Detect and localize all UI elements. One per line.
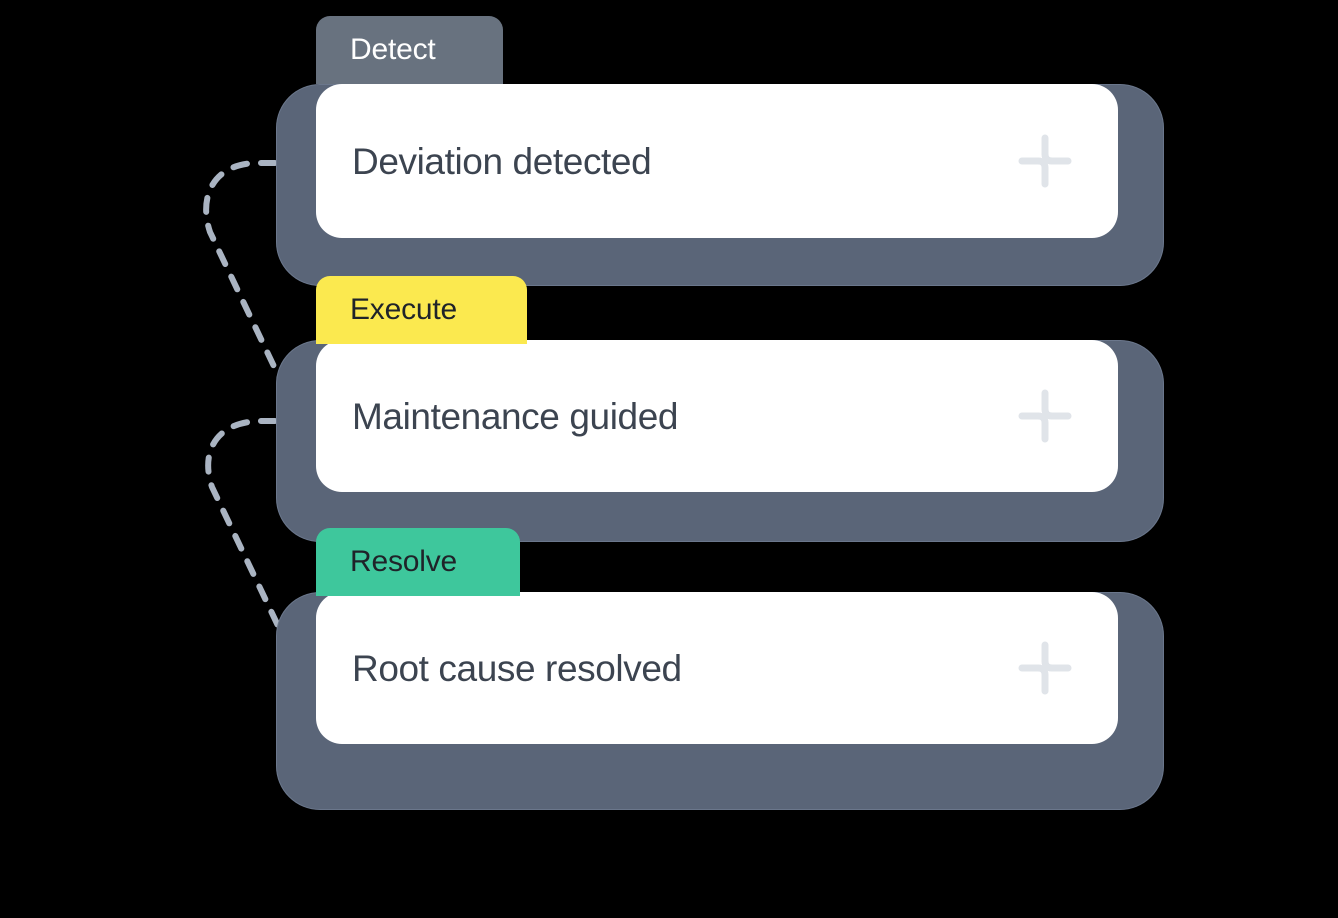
card-detect-title: Deviation detected (352, 140, 652, 182)
crosshair-icon[interactable] (1016, 639, 1074, 697)
tab-execute[interactable]: Execute (316, 276, 527, 344)
tab-resolve-label: Resolve (350, 545, 457, 578)
card-execute-title: Maintenance guided (352, 395, 679, 437)
tab-resolve[interactable]: Resolve (316, 528, 520, 596)
tab-execute-label: Execute (350, 293, 457, 326)
card-resolve[interactable]: Root cause resolved (316, 592, 1118, 744)
card-execute[interactable]: Maintenance guided (316, 340, 1118, 492)
tab-detect-label: Detect (350, 33, 436, 66)
crosshair-icon[interactable] (1016, 387, 1074, 445)
crosshair-icon[interactable] (1016, 132, 1074, 190)
tab-detect[interactable]: Detect (316, 16, 503, 84)
card-detect[interactable]: Deviation detected (316, 84, 1118, 238)
card-resolve-title: Root cause resolved (352, 647, 682, 689)
